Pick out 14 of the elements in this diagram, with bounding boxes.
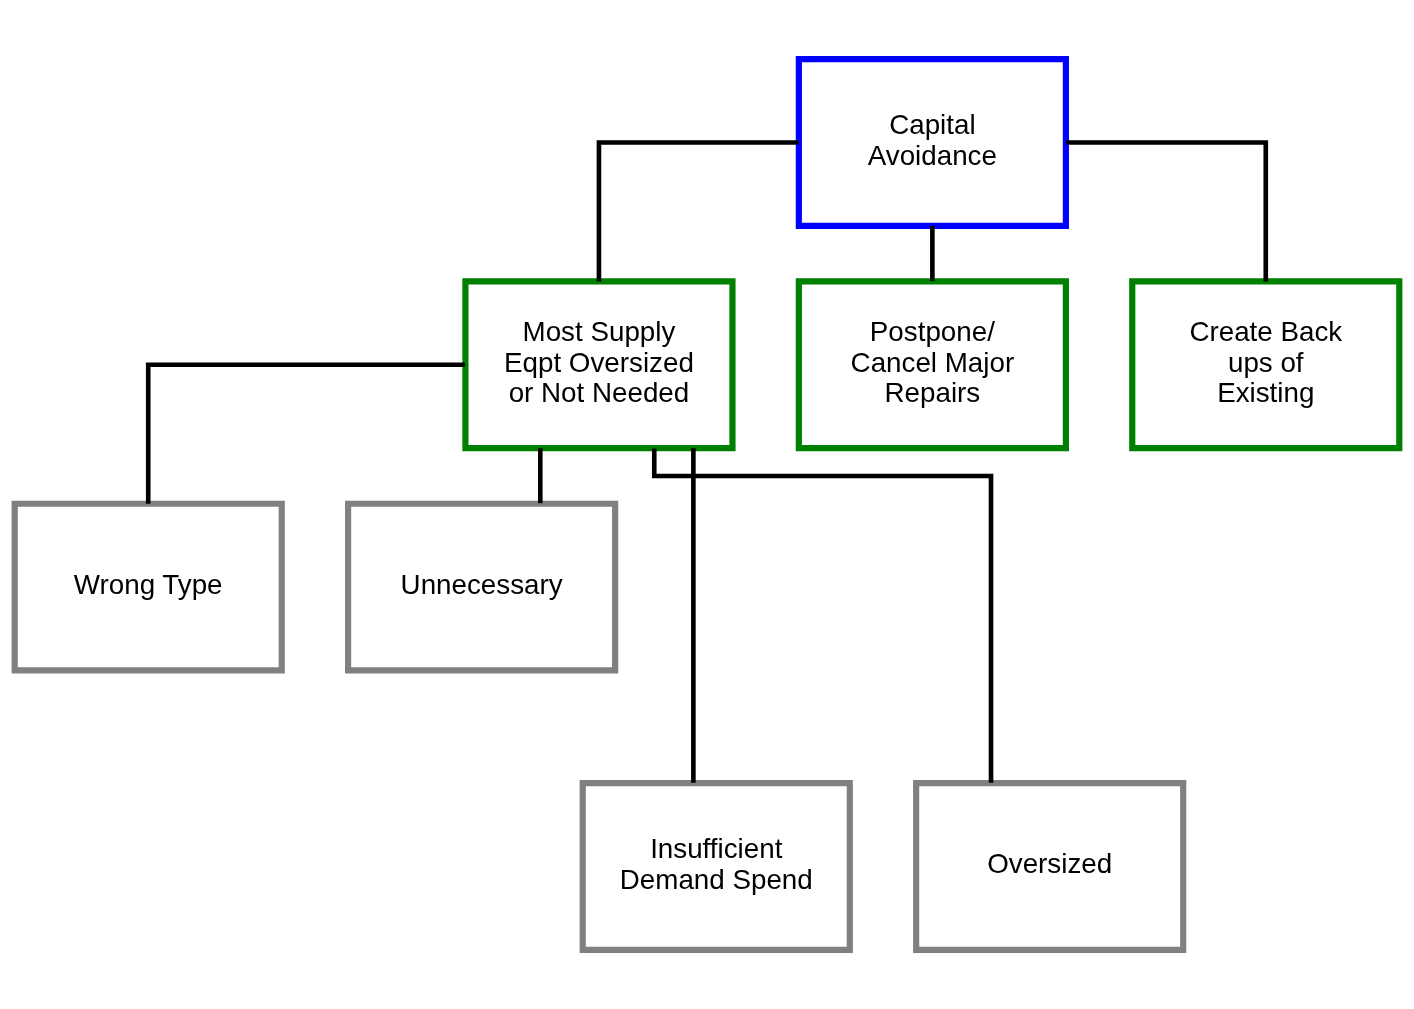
connector (145, 362, 465, 504)
node-box: Most Supply Eqpt Oversized or Not Needed (462, 278, 736, 452)
connector (930, 225, 935, 281)
node-box: Insufficient Demand Spend (579, 780, 853, 953)
node-box: Oversized (913, 780, 1187, 953)
node-box: Wrong Type (11, 500, 285, 674)
connector (596, 140, 799, 282)
node-box: Create Back ups of Existing (1129, 278, 1403, 452)
node-box: Capital Avoidance (795, 56, 1069, 229)
node-box: Unnecessary (345, 500, 619, 674)
connector (1066, 140, 1269, 282)
connector (691, 448, 696, 783)
connector (537, 448, 543, 504)
node-box: Postpone/ Cancel Major Repairs (795, 278, 1069, 452)
